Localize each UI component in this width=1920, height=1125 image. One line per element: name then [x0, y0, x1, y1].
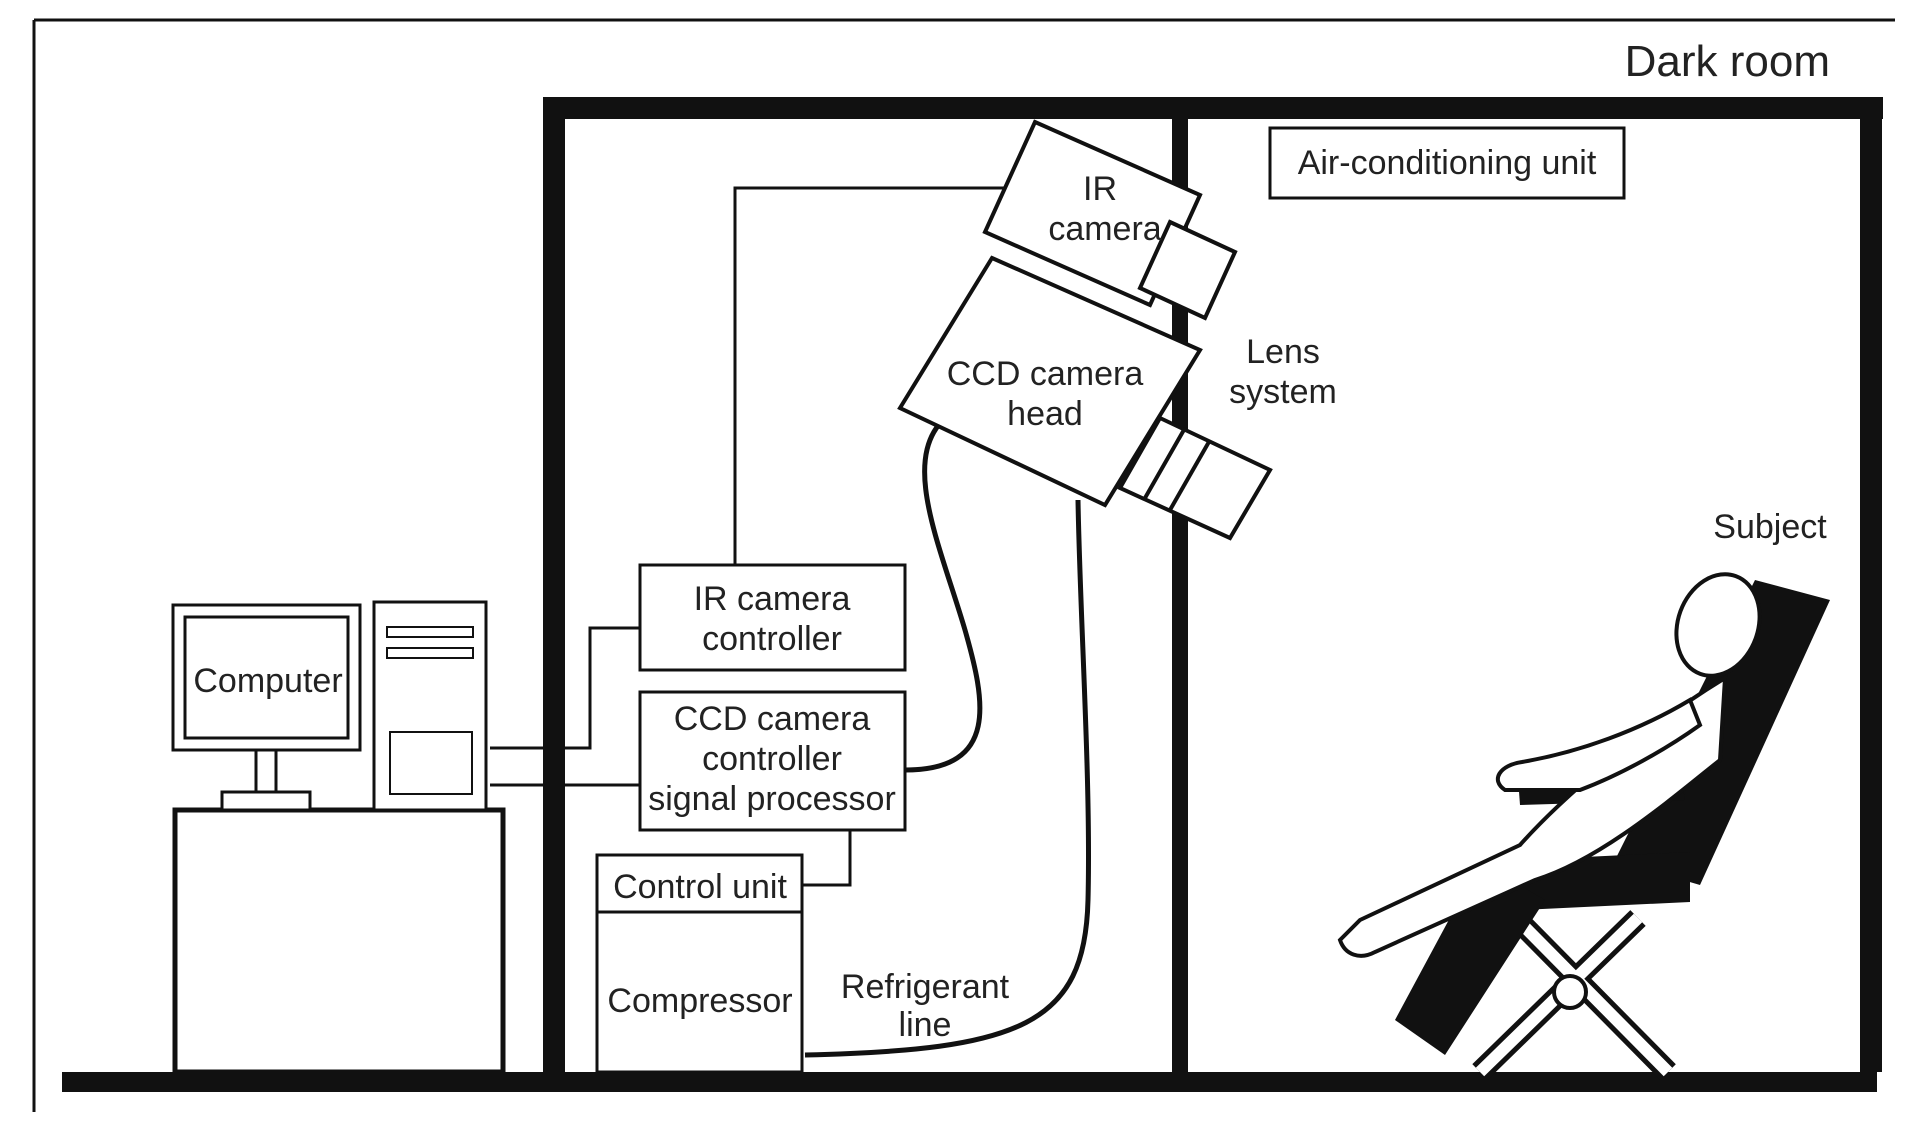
ccd-controller-label-3: signal processor: [648, 780, 896, 818]
ir-camera-label-2: camera: [1048, 210, 1161, 248]
ir-camera-label-1: IR: [1083, 170, 1117, 208]
ccd-camera-controller: CCD camera controller signal processor: [638, 690, 907, 832]
ccd-head-cable: [904, 416, 983, 773]
monitor-base: [220, 790, 312, 812]
computer-label: Computer: [193, 662, 342, 700]
ccd-head-label-2: head: [1007, 395, 1083, 433]
refrigerant-label-1: Refrigerant: [841, 968, 1010, 1006]
drive-bay-2: [386, 647, 474, 659]
outer-frame: [32, 18, 1895, 1112]
chair-legrest: [1395, 862, 1545, 1055]
ccd-head-label-1: CCD camera: [947, 355, 1144, 393]
tower-panel: [389, 731, 473, 795]
lens-body: [1117, 415, 1273, 541]
refrigerant-line: [804, 499, 1091, 1058]
subject-head: [1674, 572, 1762, 678]
compressor-label: Compressor: [607, 982, 792, 1020]
subject-chair: Subject: [1337, 508, 1830, 1080]
monitor-stand: [254, 748, 278, 794]
air-conditioning-unit: Air-conditioning unit: [1268, 126, 1626, 200]
subject-figure: [1337, 572, 1762, 958]
drive-bay-1: [386, 626, 474, 638]
subject-arm: [1495, 697, 1703, 792]
floor: [62, 1072, 1877, 1092]
computer-to-ir-controller-cable: [490, 626, 640, 750]
cables: [490, 186, 1091, 1058]
chair-pivot: [1552, 974, 1588, 1010]
computer: Computer: [171, 600, 506, 1075]
control-unit-label: Control unit: [613, 868, 787, 906]
control-unit-compressor: Control unit Compressor: [595, 853, 804, 1074]
ir-camera-cable: [733, 186, 1020, 565]
ccd-controller-label-2: controller: [702, 740, 842, 778]
air-conditioning-label: Air-conditioning unit: [1298, 144, 1597, 182]
lens-system-label-2: system: [1229, 373, 1337, 411]
ccd-camera-head: CCD camera head: [897, 255, 1273, 541]
ir-controller-label-2: controller: [702, 620, 842, 658]
ccd-controller-label-1: CCD camera: [674, 700, 871, 738]
desk: [172, 807, 506, 1075]
monitor-screen: [183, 615, 350, 740]
ccd-controller-to-control-unit-cable: [800, 830, 852, 887]
ir-camera-controller: IR camera controller: [638, 563, 907, 672]
refrigerant-label-2: line: [899, 1006, 952, 1044]
dark-room-label: Dark room: [1625, 37, 1830, 86]
lens-system-label-1: Lens: [1246, 333, 1320, 371]
subject-label: Subject: [1713, 508, 1827, 546]
ir-controller-label-1: IR camera: [694, 580, 851, 618]
ir-camera: IR camera: [982, 119, 1238, 321]
dark-room-walls: [543, 97, 1883, 1072]
